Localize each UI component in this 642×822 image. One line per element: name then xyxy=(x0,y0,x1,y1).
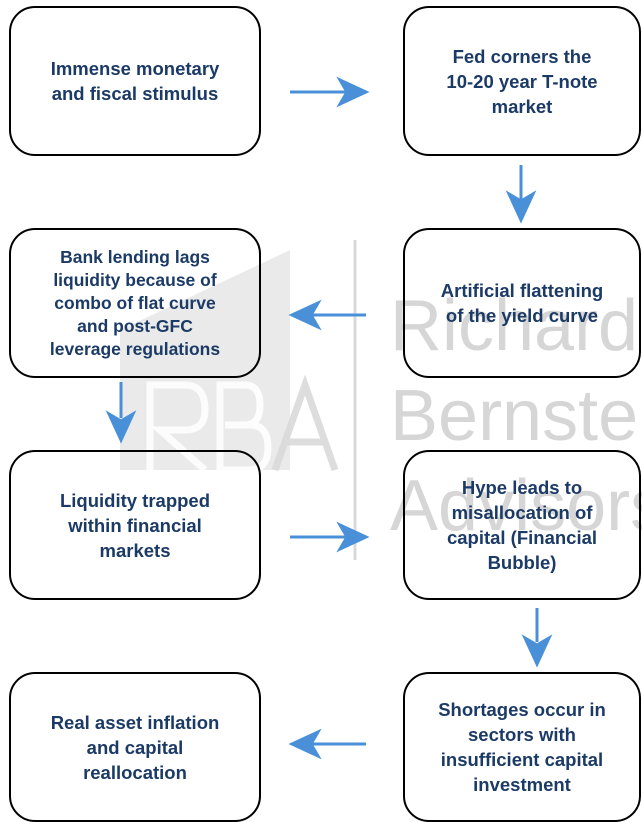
box-hype: Hype leads to misallocation of capital (… xyxy=(403,450,641,600)
box-real-asset: Real asset inflation and capital realloc… xyxy=(9,672,261,822)
box-flattening: Artificial flattening of the yield curve xyxy=(403,228,641,378)
arrow-down-icon xyxy=(105,382,137,444)
arrow-right-icon xyxy=(290,76,370,108)
arrow-left-icon xyxy=(288,728,366,760)
arrow-down-icon xyxy=(505,165,537,224)
arrow-right-icon xyxy=(290,521,370,553)
arrow-down-icon xyxy=(521,608,553,668)
box-shortages: Shortages occur in sectors with insuffic… xyxy=(403,672,641,822)
box-fed-corners: Fed corners the 10-20 year T-note market xyxy=(403,6,641,156)
watermark-word-2: Bernstein xyxy=(390,376,642,456)
box-stimulus: Immense monetary and fiscal stimulus xyxy=(9,6,261,156)
box-bank-lending: Bank lending lags liquidity because of c… xyxy=(9,228,261,378)
box-liquidity-trapped: Liquidity trapped within financial marke… xyxy=(9,450,261,600)
arrow-left-icon xyxy=(288,299,366,331)
